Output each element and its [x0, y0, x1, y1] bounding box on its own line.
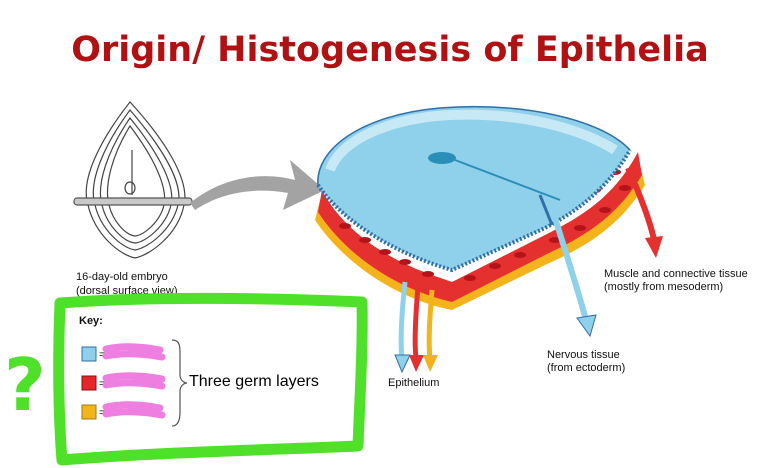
- key-swatch-ectoderm: [81, 346, 97, 362]
- key-swatch-endoderm: [81, 404, 97, 420]
- key-swatch-mesoderm-label: =: [99, 378, 105, 390]
- annotation-question-mark: ?: [4, 343, 46, 427]
- key-brace: [171, 339, 188, 427]
- nervous-label: Nervous tissue (from ectoderm): [547, 349, 625, 375]
- muscle-label-line-1: Muscle and connective tissue: [604, 268, 748, 280]
- annotation-box: [53, 292, 368, 466]
- key-title: Key:: [79, 315, 103, 327]
- germ-layers-label: Three germ layers: [189, 373, 319, 390]
- epithelium-label: Epithelium: [388, 377, 440, 389]
- key-swatch-endoderm-label: =: [99, 407, 105, 419]
- nervous-label-line-1: Nervous tissue: [547, 349, 620, 361]
- key-swatch-ectoderm-label: =: [99, 349, 105, 361]
- page-title: Origin/ Histogenesis of Epithelia: [71, 30, 709, 70]
- muscle-label-line-2: (mostly from mesoderm): [604, 281, 724, 293]
- muscle-label: Muscle and connective tissue (mostly fro…: [604, 268, 748, 294]
- differentiation-arrows: [394, 166, 663, 374]
- key-swatch-mesoderm: [81, 375, 97, 391]
- embryo-illustration: [73, 101, 193, 259]
- embryo-caption-line-1: 16-day-old embryo: [76, 271, 168, 283]
- embryo-cross-section: [315, 106, 645, 310]
- arrow-icon: [190, 160, 325, 210]
- scribble-redaction: [102, 343, 166, 419]
- nervous-label-line-2: (from ectoderm): [547, 362, 626, 374]
